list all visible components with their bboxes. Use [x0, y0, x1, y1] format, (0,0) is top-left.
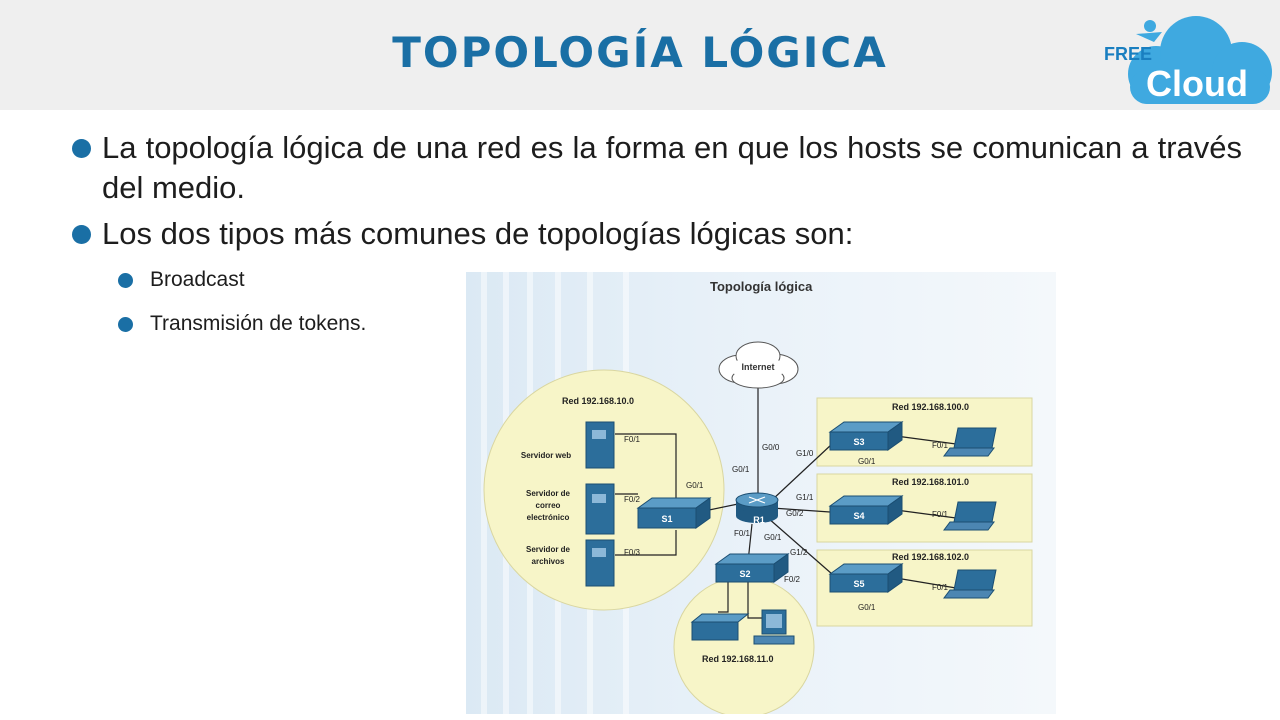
laptop-icon	[943, 569, 997, 599]
bullet-text: Los dos tipos más comunes de topologías …	[102, 216, 854, 251]
sub-bullet-text: Transmisión de tokens.	[150, 312, 367, 335]
svg-text:S4: S4	[853, 511, 864, 521]
port-label: F0/2	[624, 495, 641, 504]
port-label: G1/1	[796, 493, 814, 502]
slide-title: TOPOLOGÍA LÓGICA	[392, 28, 888, 77]
port-label: F0/1	[932, 510, 949, 519]
desktop-pc-icon	[753, 609, 795, 645]
svg-text:Cloud: Cloud	[1146, 63, 1248, 104]
bullet-text: La topología lógica de una red es la for…	[102, 130, 1242, 205]
svg-text:S3: S3	[853, 437, 864, 447]
router-r1-icon: R1	[735, 492, 779, 525]
network-label-bottom: Red 192.168.11.0	[702, 654, 774, 664]
sub-bullet-item: Transmisión de tokens.	[118, 312, 490, 336]
bullet-item: Los dos tipos más comunes de topologías …	[72, 214, 1242, 254]
port-label: F0/1	[932, 583, 949, 592]
port-label: F0/2	[784, 575, 801, 584]
bullet-icon	[72, 139, 91, 158]
switch-s5-icon: S5	[828, 563, 904, 593]
internet-cloud-icon: Internet	[718, 341, 799, 389]
server-label-mail: Servidor de	[526, 489, 571, 498]
server-label-mail: electrónico	[527, 513, 570, 522]
network-label-s4: Red 192.168.101.0	[892, 477, 969, 487]
port-label: G1/0	[796, 449, 814, 458]
printer-icon	[690, 613, 750, 641]
network-label-left: Red 192.168.10.0	[562, 396, 634, 406]
slide-header	[0, 0, 1280, 110]
bullet-icon	[72, 225, 91, 244]
svg-text:S2: S2	[739, 569, 750, 579]
port-label: F0/1	[734, 529, 751, 538]
free-cloud-logo: FREE Cloud	[1104, 16, 1272, 104]
laptop-icon	[943, 427, 997, 457]
port-label: F0/3	[624, 548, 641, 557]
diagram-title: Topología lógica	[710, 279, 813, 294]
port-label: F0/1	[624, 435, 641, 444]
bullet-icon	[118, 317, 133, 332]
file-server-icon	[585, 539, 615, 587]
laptop-icon	[943, 501, 997, 531]
svg-text:S1: S1	[661, 514, 672, 524]
port-label: G0/2	[786, 509, 804, 518]
bullet-icon	[118, 273, 133, 288]
port-label: G0/1	[764, 533, 782, 542]
port-label: G0/0	[762, 443, 780, 452]
svg-text:R1: R1	[753, 515, 765, 525]
sub-bullet-text: Broadcast	[150, 268, 245, 291]
server-label-mail: correo	[536, 501, 561, 510]
server-label-files: Servidor de	[526, 545, 571, 554]
svg-text:Internet: Internet	[741, 362, 774, 372]
network-label-s3: Red 192.168.100.0	[892, 402, 969, 412]
switch-s4-icon: S4	[828, 495, 904, 525]
network-label-s5: Red 192.168.102.0	[892, 552, 969, 562]
bullet-item: La topología lógica de una red es la for…	[72, 128, 1242, 208]
svg-text:S5: S5	[853, 579, 864, 589]
port-label: G0/1	[732, 465, 750, 474]
bullet-list: La topología lógica de una red es la for…	[72, 128, 1242, 254]
port-label: G0/1	[686, 481, 704, 490]
sub-bullet-item: Broadcast	[118, 268, 490, 292]
port-label: F0/1	[932, 441, 949, 450]
server-label-web: Servidor web	[521, 451, 571, 460]
switch-s3-icon: S3	[828, 421, 904, 451]
web-server-icon	[585, 421, 615, 469]
lan-zone-bottom	[673, 576, 815, 714]
port-label: G0/1	[858, 457, 876, 466]
server-label-files: archivos	[532, 557, 565, 566]
mail-server-icon	[585, 483, 615, 535]
port-label: G1/2	[790, 548, 808, 557]
switch-s1-icon: S1	[636, 497, 712, 529]
switch-s2-icon: S2	[714, 553, 790, 583]
svg-text:FREE: FREE	[1104, 44, 1152, 64]
port-label: G0/1	[858, 603, 876, 612]
logical-topology-diagram: Topología lógica Internet Red 192	[466, 272, 1056, 714]
